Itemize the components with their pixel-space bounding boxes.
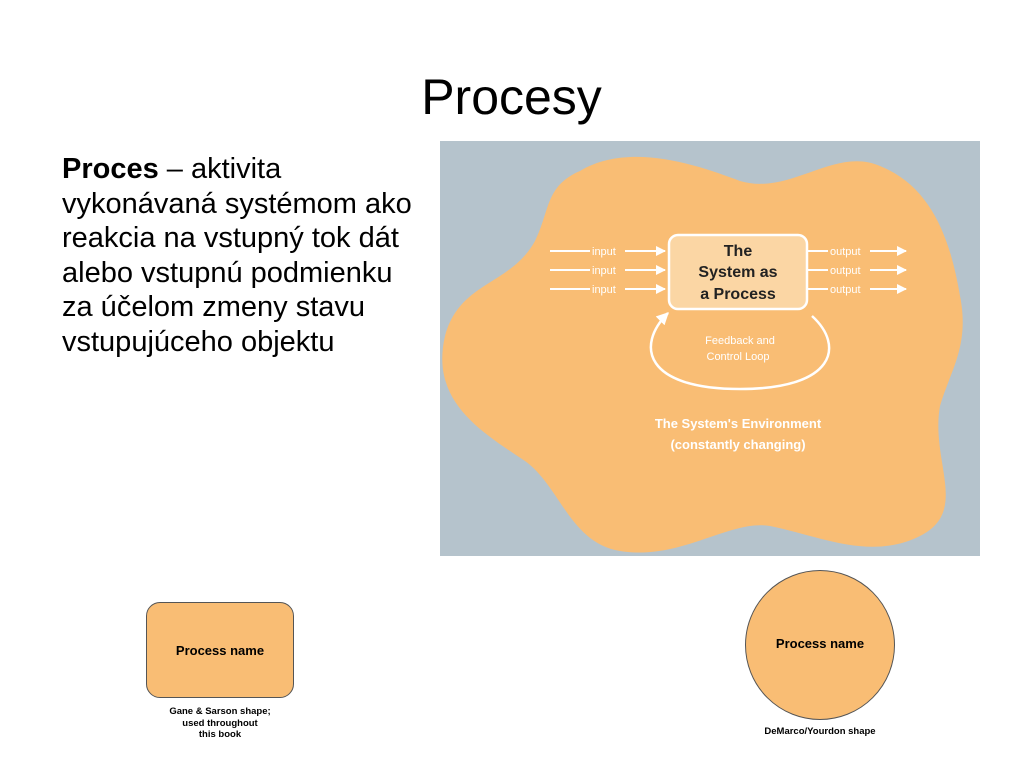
- environment-line-1: The System's Environment: [655, 416, 822, 431]
- input-label-2: input: [592, 265, 616, 277]
- input-arrows: input input input: [550, 246, 666, 296]
- gane-sarson-caption: Gane & Sarson shape; used throughout thi…: [150, 706, 290, 741]
- gane-sarson-caption-line-1: Gane & Sarson shape;: [169, 706, 271, 717]
- environment-blob: [442, 156, 963, 553]
- definition-term: Proces: [62, 153, 159, 185]
- definition-body: – aktivita vykonávaná systémom ako reakc…: [62, 153, 412, 358]
- process-line-3: a Process: [700, 286, 776, 303]
- input-label-3: input: [592, 284, 616, 296]
- environment-line-2: (constantly changing): [670, 437, 805, 452]
- process-line-2: System as: [698, 264, 777, 281]
- feedback-line-1: Feedback and: [705, 335, 775, 347]
- system-process-diagram: input input input The System as a Proces…: [440, 141, 980, 556]
- output-label-2: output: [830, 265, 861, 277]
- definition-text: Proces – aktivita vykonávaná systémom ak…: [62, 152, 422, 359]
- slide-title: Procesy: [421, 69, 602, 125]
- output-arrows: output output output: [808, 246, 907, 296]
- demarco-yourdon-caption: DeMarco/Yourdon shape: [764, 726, 876, 737]
- output-label-3: output: [830, 284, 861, 296]
- feedback-loop: [649, 312, 831, 391]
- feedback-line-2: Control Loop: [707, 351, 770, 363]
- gane-sarson-label: Process name: [175, 642, 265, 658]
- process-line-1: The: [724, 243, 753, 260]
- gane-sarson-caption-line-2: used throughout: [182, 717, 258, 729]
- input-label-1: input: [592, 246, 616, 258]
- demarco-yourdon-label: Process name: [775, 635, 865, 651]
- gane-sarson-caption-line-3: this book: [198, 729, 242, 740]
- demarco-yourdon-shape: Process name: [745, 570, 895, 720]
- output-label-1: output: [830, 246, 861, 258]
- gane-sarson-shape: Process name: [146, 602, 294, 698]
- process-box: [667, 233, 809, 311]
